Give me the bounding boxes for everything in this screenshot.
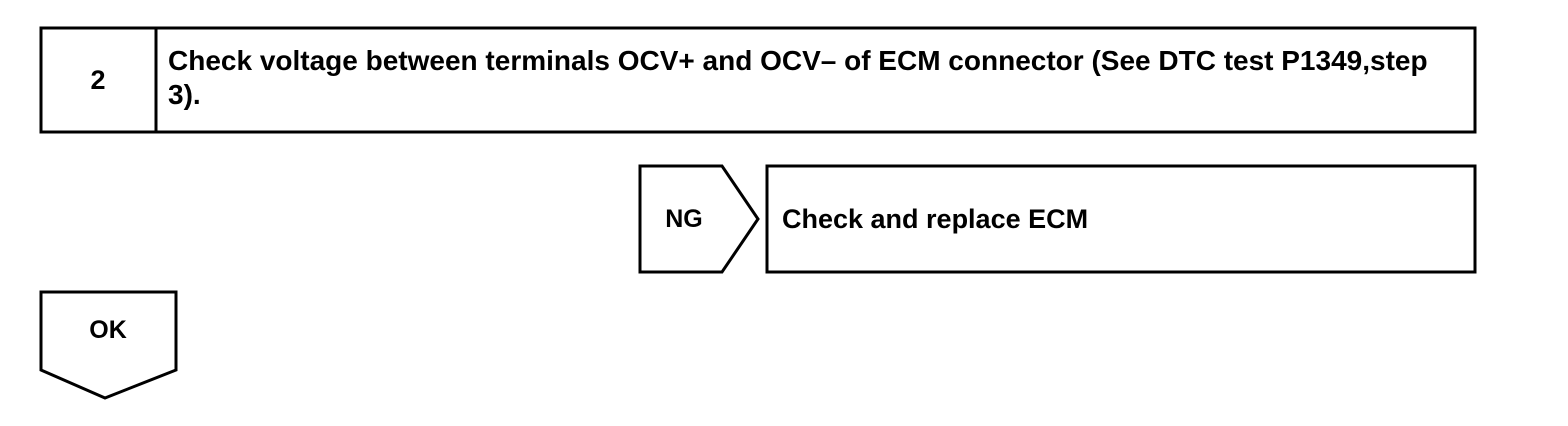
ok-label: OK xyxy=(89,315,127,344)
ng-arrow-tag xyxy=(638,164,760,274)
ng-label: NG xyxy=(665,204,703,233)
ng-action-text: Check and replace ECM xyxy=(782,203,1089,234)
step-number: 2 xyxy=(90,64,106,95)
step-box xyxy=(39,26,1477,134)
step-instruction: Check voltage between terminals OCV+ and… xyxy=(168,45,1428,110)
ng-action-box xyxy=(765,164,1477,274)
ok-arrow-tag xyxy=(39,290,178,400)
